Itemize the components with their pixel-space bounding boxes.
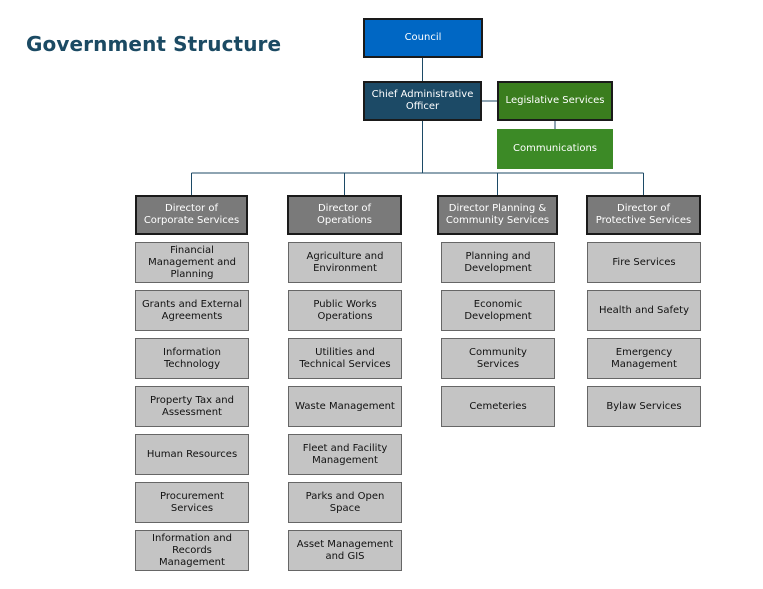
director-box-director-of-protective-services: Director of Protective Services	[586, 195, 701, 235]
department-box-emergency-management: Emergency Management	[587, 338, 701, 379]
department-box-information-and-records-management: Information and Records Management	[135, 530, 249, 571]
department-box-economic-development: Economic Development	[441, 290, 555, 331]
department-box-agriculture-and-environment: Agriculture and Environment	[288, 242, 402, 283]
department-box-financial-management-and-planning: Financial Management and Planning	[135, 242, 249, 283]
department-box-grants-and-external-agreements: Grants and External Agreements	[135, 290, 249, 331]
communications-box: Communications	[497, 129, 613, 169]
director-box-director-of-corporate-services: Director of Corporate Services	[135, 195, 248, 235]
department-box-information-technology: Information Technology	[135, 338, 249, 379]
department-box-property-tax-and-assessment: Property Tax and Assessment	[135, 386, 249, 427]
department-box-human-resources: Human Resources	[135, 434, 249, 475]
department-box-procurement-services: Procurement Services	[135, 482, 249, 523]
department-box-health-and-safety: Health and Safety	[587, 290, 701, 331]
department-box-fleet-and-facility-management: Fleet and Facility Management	[288, 434, 402, 475]
department-box-parks-and-open-space: Parks and Open Space	[288, 482, 402, 523]
department-box-bylaw-services: Bylaw Services	[587, 386, 701, 427]
director-box-director-planning-and-community-services: Director Planning & Community Services	[437, 195, 558, 235]
department-box-waste-management: Waste Management	[288, 386, 402, 427]
department-box-asset-management-and-gis: Asset Management and GIS	[288, 530, 402, 571]
page-title: Government Structure	[26, 32, 282, 56]
department-box-public-works-operations: Public Works Operations	[288, 290, 402, 331]
department-box-fire-services: Fire Services	[587, 242, 701, 283]
director-box-director-of-operations: Director of Operations	[287, 195, 402, 235]
legislative-services-box: Legislative Services	[497, 81, 613, 121]
department-box-cemeteries: Cemeteries	[441, 386, 555, 427]
department-box-planning-and-development: Planning and Development	[441, 242, 555, 283]
council-box: Council	[363, 18, 483, 58]
chief-administrative-officer-box: Chief Administrative Officer	[363, 81, 482, 121]
department-box-utilities-and-technical-services: Utilities and Technical Services	[288, 338, 402, 379]
department-box-community-services: Community Services	[441, 338, 555, 379]
